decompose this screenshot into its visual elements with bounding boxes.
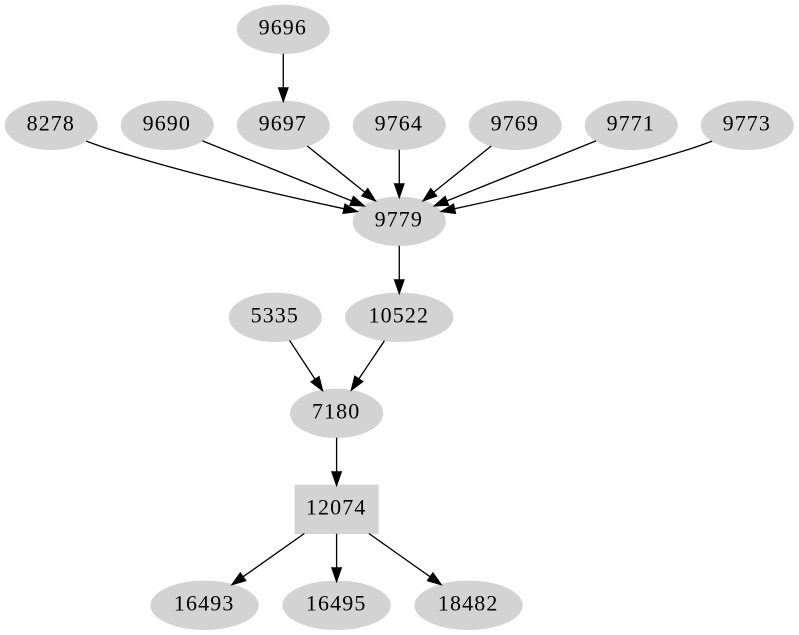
svg-text:9690: 9690 <box>143 110 190 135</box>
svg-text:12074: 12074 <box>306 494 365 519</box>
svg-text:8278: 8278 <box>27 110 74 135</box>
svg-text:10522: 10522 <box>369 302 428 327</box>
svg-text:16495: 16495 <box>306 590 365 615</box>
svg-text:9769: 9769 <box>491 110 538 135</box>
svg-text:9696: 9696 <box>259 14 306 39</box>
svg-text:9697: 9697 <box>259 110 306 135</box>
svg-text:9779: 9779 <box>375 206 422 231</box>
svg-text:9773: 9773 <box>723 110 770 135</box>
svg-text:9771: 9771 <box>607 110 654 135</box>
svg-text:18482: 18482 <box>438 590 497 615</box>
svg-text:7180: 7180 <box>312 398 359 423</box>
svg-text:16493: 16493 <box>174 590 233 615</box>
svg-text:5335: 5335 <box>251 302 298 327</box>
svg-text:9764: 9764 <box>375 110 422 135</box>
